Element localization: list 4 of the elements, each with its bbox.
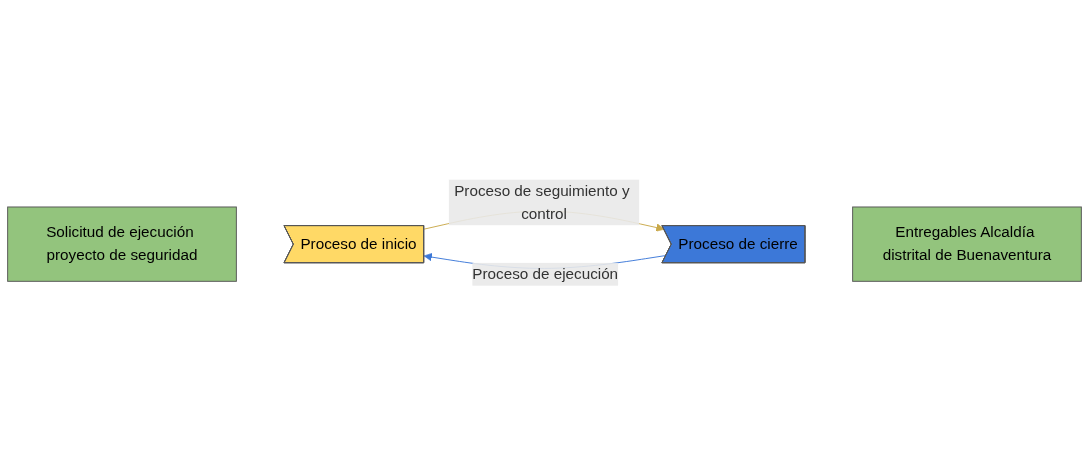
- edge-label: Proceso de seguimiento y control: [454, 182, 630, 222]
- node-box: Entregables Alcaldía distrital de Buenaventura: [852, 206, 1082, 283]
- edge-label: Proceso de ejecución: [472, 266, 619, 283]
- node-box: Solicitud de ejecución proyecto de seguridad: [7, 206, 237, 283]
